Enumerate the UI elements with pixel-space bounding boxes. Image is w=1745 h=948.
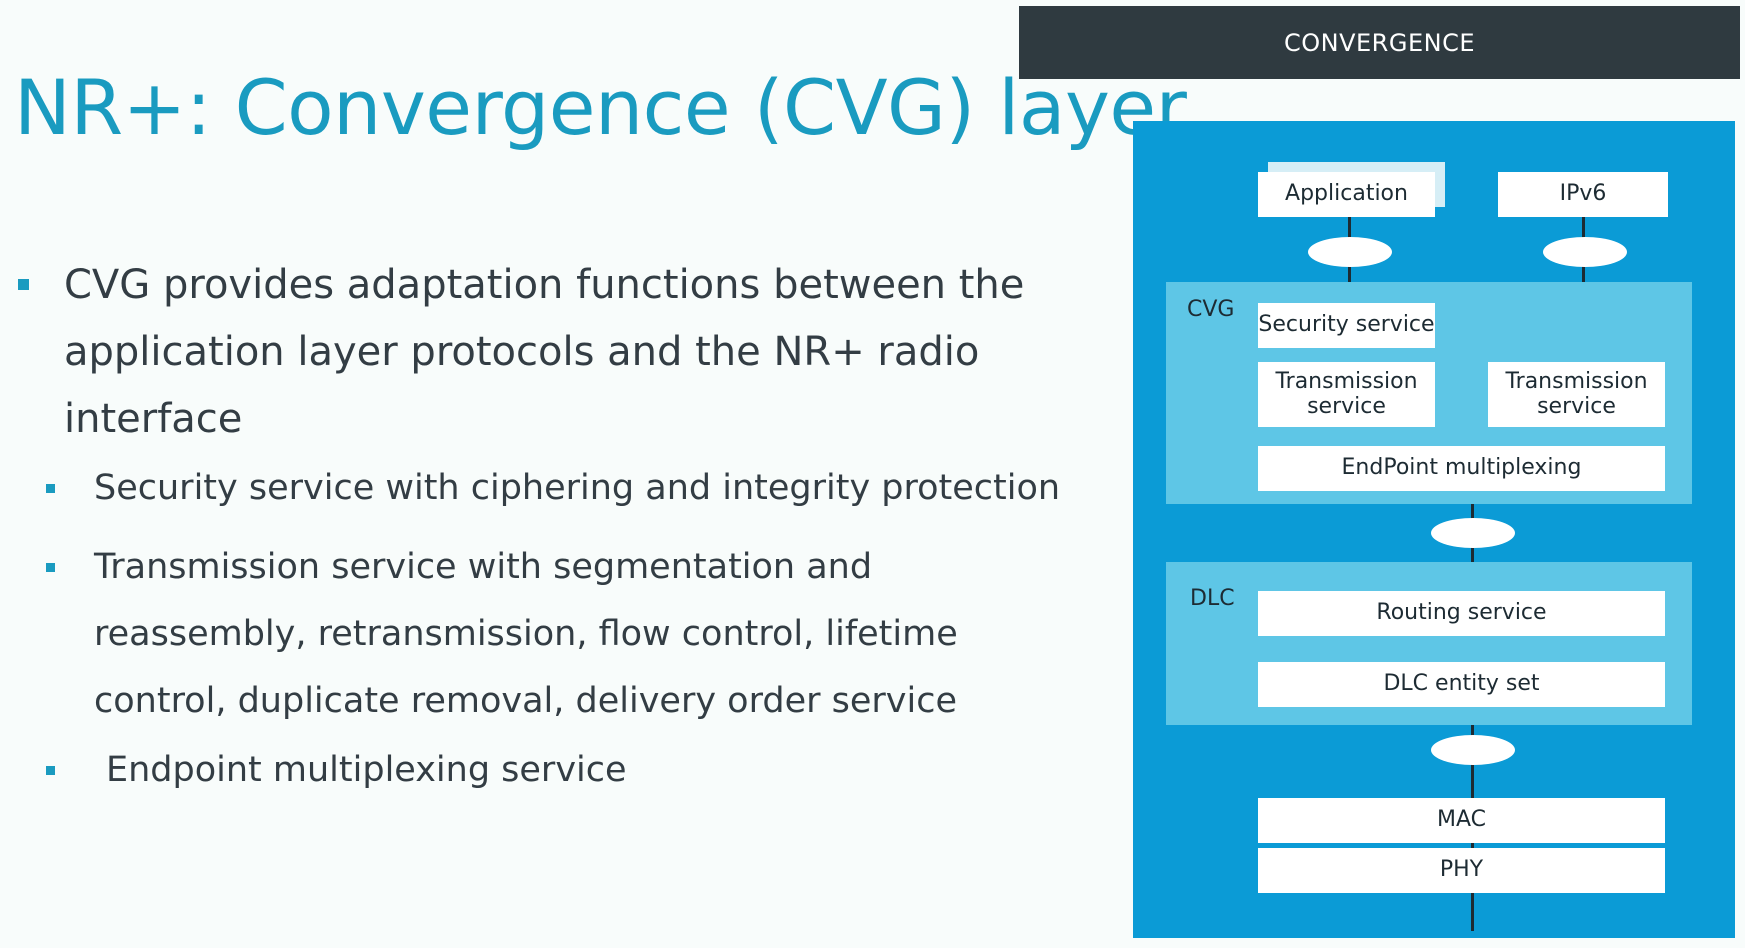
sap-ipv6 <box>1543 237 1627 267</box>
sap-dlc-mac <box>1431 735 1515 765</box>
dlc-entity-set-label: DLC entity set <box>1383 671 1540 697</box>
bullet-list: CVG provides adaptation functions betwee… <box>14 252 1064 804</box>
bullet-marker <box>46 766 55 775</box>
bullet-sub-endpoint: Endpoint multiplexing service <box>14 737 1064 804</box>
bullet-sub-transmission: Transmission service with segmentation a… <box>14 534 1064 735</box>
bullet-sub-text: Security service with ciphering and inte… <box>94 468 1061 508</box>
security-service-label: Security service <box>1258 312 1435 338</box>
bullet-main: CVG provides adaptation functions betwee… <box>14 252 1064 453</box>
ipv6-box: IPv6 <box>1498 172 1668 217</box>
sap-application <box>1308 237 1392 267</box>
transmission-service-label: Transmission service <box>1275 369 1418 419</box>
bullet-marker <box>46 484 55 493</box>
protocol-stack-diagram: CVG DLC Application IPv6 Security servic… <box>1133 121 1735 938</box>
dlc-entity-set-box: DLC entity set <box>1258 662 1665 707</box>
sap-cvg-dlc <box>1431 518 1515 548</box>
application-box: Application <box>1258 172 1435 217</box>
application-label: Application <box>1285 181 1408 207</box>
bullet-sub-text: Transmission service with segmentation a… <box>94 547 958 721</box>
routing-service-label: Routing service <box>1376 600 1547 626</box>
mac-label: MAC <box>1436 807 1486 833</box>
mac-box: MAC <box>1258 798 1665 843</box>
endpoint-multiplexing-label: EndPoint multiplexing <box>1341 455 1582 481</box>
security-service-box: Security service <box>1258 303 1435 348</box>
endpoint-multiplexing-box: EndPoint multiplexing <box>1258 446 1665 491</box>
bullet-sub-text: Endpoint multiplexing service <box>106 750 627 790</box>
bullet-sub-security: Security service with ciphering and inte… <box>14 455 1064 522</box>
phy-box: PHY <box>1258 848 1665 893</box>
bullet-marker <box>18 279 29 290</box>
transmission-service-right-box: Transmission service <box>1488 362 1665 427</box>
bullet-marker <box>46 563 55 572</box>
transmission-service-left-box: Transmission service <box>1258 362 1435 427</box>
section-header-bar: CONVERGENCE <box>1019 6 1740 79</box>
ipv6-label: IPv6 <box>1559 181 1607 207</box>
section-label: CONVERGENCE <box>1284 28 1475 57</box>
bullet-main-text: CVG provides adaptation functions betwee… <box>64 262 1025 442</box>
phy-label: PHY <box>1439 857 1484 883</box>
routing-service-box: Routing service <box>1258 591 1665 636</box>
cvg-layer-label: CVG <box>1187 297 1235 322</box>
slide-title: NR+: Convergence (CVG) layer <box>14 63 1187 152</box>
dlc-layer-label: DLC <box>1190 586 1235 611</box>
transmission-service-label: Transmission service <box>1505 369 1648 419</box>
